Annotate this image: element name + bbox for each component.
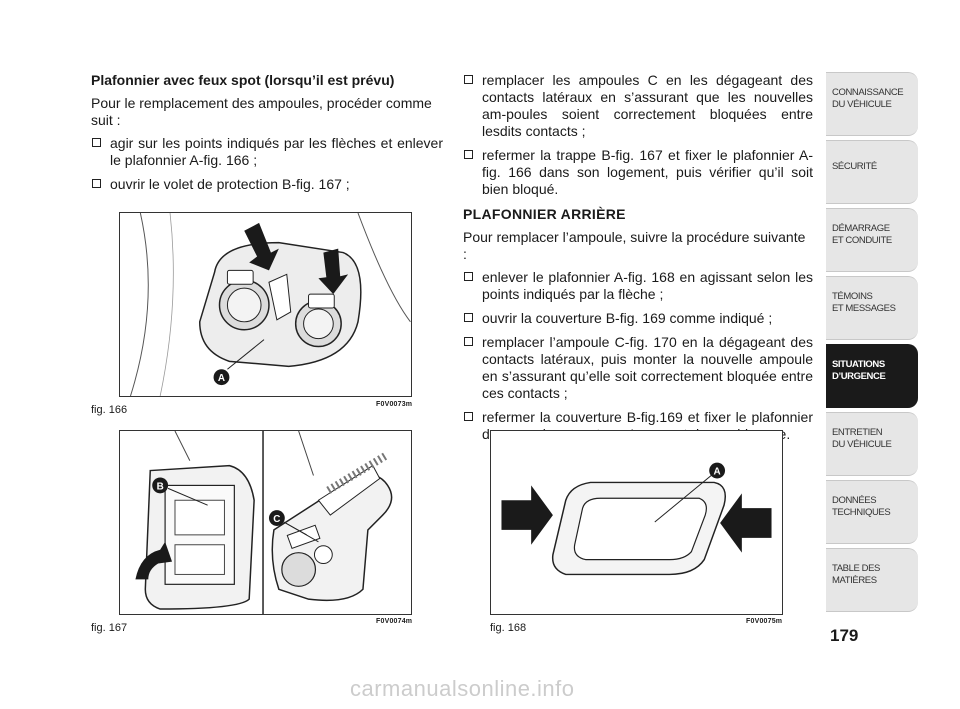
list-item: ouvrir la couverture B-fig. 169 comme in… (463, 310, 813, 327)
callout-a: A (714, 467, 721, 478)
figure-168: A (490, 430, 783, 615)
bullet-list-left: agir sur les points indiqués par les flè… (91, 135, 443, 193)
figure-166: A (119, 212, 412, 397)
bullet-list-right-top: remplacer les ampoules C en les dégagean… (463, 72, 813, 198)
section-heading-rear: PLAFONNIER ARRIÈRE (463, 206, 626, 222)
section-heading-spot: Plafonnier avec feux spot (lorsqu’il est… (91, 72, 395, 88)
list-item: ouvrir le volet de protection B-fig. 167… (91, 176, 443, 193)
callout-c: C (273, 514, 280, 525)
bulb-compartment-illustration: B C (135, 431, 393, 614)
list-item: enlever le plafonnier A-fig. 168 en agis… (463, 269, 813, 303)
list-item: agir sur les points indiqués par les flè… (91, 135, 443, 169)
list-item: remplacer l’ampoule C-fig. 170 en la dég… (463, 334, 813, 402)
intro-text: Pour le remplacement des ampoules, procé… (91, 95, 432, 128)
figure-code-167: F0V0074m (376, 618, 413, 625)
figure-caption-166: fig. 166 (91, 404, 128, 416)
list-item: remplacer les ampoules C en les dégagean… (463, 72, 813, 140)
list-item: refermer la trappe B-fig. 167 et fixer l… (463, 147, 813, 198)
left-column: Plafonnier avec feux spot (lorsqu’il est… (91, 72, 443, 200)
figure-167: B C (119, 430, 412, 615)
right-column: remplacer les ampoules C en les dégagean… (463, 72, 813, 450)
figure-code-168: F0V0075m (746, 618, 783, 625)
callout-a: A (218, 373, 225, 384)
bullet-list-right: enlever le plafonnier A-fig. 168 en agis… (463, 269, 813, 443)
intro-text: Pour remplacer l’ampoule, suivre la proc… (463, 229, 806, 262)
ceiling-light-illustration: A (130, 213, 411, 396)
rear-ceiling-light-illustration: A (501, 462, 772, 576)
figure-caption-167: fig. 167 (91, 622, 128, 634)
figure-caption-168: fig. 168 (490, 622, 527, 634)
tab-securite[interactable]: SÉCURITÉ (826, 140, 918, 204)
figure-code-166: F0V0073m (376, 401, 413, 408)
watermark: carmanualsonline.info (350, 676, 575, 701)
callout-b: B (157, 481, 164, 492)
page-number: 179 (830, 626, 859, 645)
